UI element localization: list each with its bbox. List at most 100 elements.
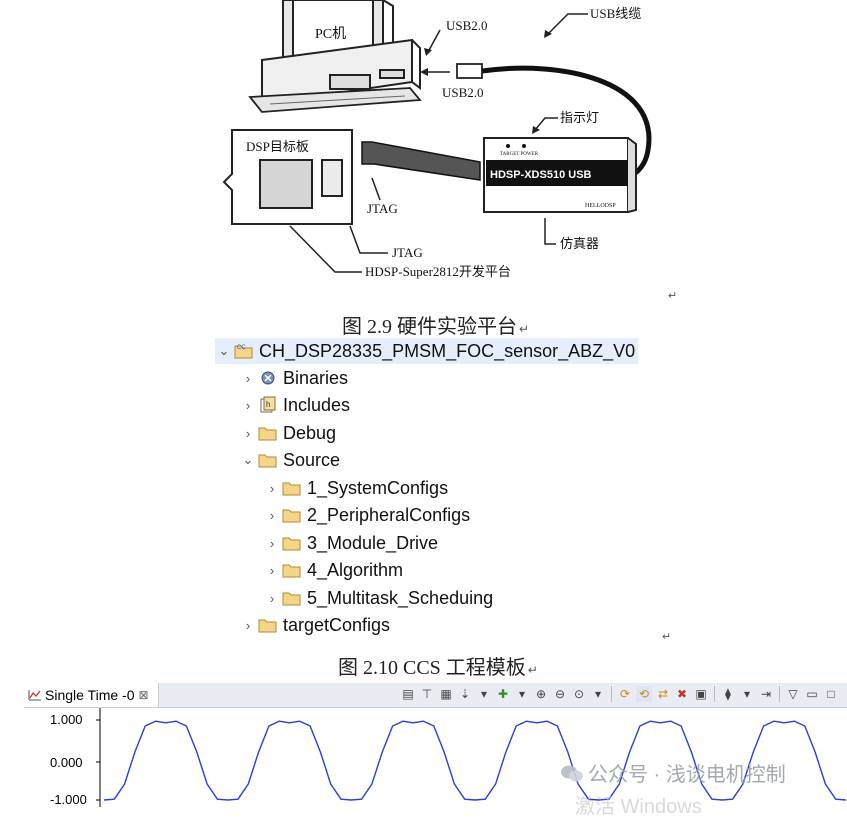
properties-icon[interactable]: ▣ (695, 687, 707, 701)
tree-item-label: 1_SystemConfigs (307, 477, 449, 498)
indicator-label: 指示灯 (560, 110, 599, 125)
usb-cable-label: USB线缆 (590, 6, 641, 21)
tree-item-module-drive[interactable]: › 3_Module_Drive (263, 530, 438, 556)
view-menu-icon[interactable]: ▽ (788, 687, 798, 701)
tree-item-binaries[interactable]: › Binaries (239, 365, 348, 391)
y-tick-label: 1.000 (50, 712, 83, 727)
tree-item-peripheralconfigs[interactable]: › 2_PeripheralConfigs (263, 502, 470, 528)
tab-title: Single Time -0 (45, 687, 135, 703)
chevron-right-icon[interactable]: › (245, 397, 251, 413)
cursor-icon[interactable]: ✚ (497, 687, 509, 701)
wechat-icon (560, 763, 584, 783)
sync-icon[interactable]: ⇄ (657, 687, 669, 701)
figure-caption-2-9: 图 2.9 硬件实验平台↵ (342, 310, 529, 339)
dsp-board-label: DSP目标板 (246, 139, 309, 154)
paragraph-mark: ↵ (662, 631, 672, 643)
paragraph-mark: ↵ (527, 663, 538, 677)
grid-icon[interactable]: ▦ (440, 687, 452, 701)
close-icon[interactable]: ⊠ (138, 688, 149, 702)
tree-item-systemconfigs[interactable]: › 1_SystemConfigs (263, 475, 448, 501)
chevron-right-icon[interactable]: › (269, 507, 275, 523)
measure-icon[interactable]: ⇣ (459, 687, 471, 701)
graph-icon (28, 689, 42, 701)
wechat-watermark: 公众号 · 浅谈电机控制 (560, 758, 786, 787)
keyboard (248, 87, 422, 113)
usb-label-bottom: USB2.0 (442, 85, 484, 100)
emulator-label: 仿真器 (560, 236, 599, 251)
jtag-ribbon (361, 141, 481, 181)
chevron-down-icon[interactable]: ⌄ (218, 343, 230, 358)
figure-caption-2-10: 图 2.10 CCS 工程模板↵ (338, 651, 538, 680)
device-brand: HELLODSP (585, 203, 616, 209)
plot-tab-bar: Single Time -0 ⊠ ▤ ⊤ ▦ ⇣ ▾ ✚ ▾ ⊕ ⊖ ⊙ ▾ ⟳… (24, 683, 847, 708)
chevron-down-icon[interactable]: ▾ (743, 687, 751, 701)
pc-label: PC机 (315, 26, 346, 42)
tree-item-label: 2_PeripheralConfigs (307, 504, 471, 525)
includes-icon: h (257, 396, 279, 414)
export-icon[interactable]: ⇥ (760, 687, 772, 701)
chevron-right-icon[interactable]: › (269, 480, 275, 496)
project-folder-icon: CC (233, 342, 255, 360)
tree-root[interactable]: ⌄ CC CH_DSP28335_PMSM_FOC_sensor_ABZ_V0 (215, 338, 638, 364)
zoom-fit-icon[interactable]: ⊙ (573, 687, 585, 701)
windows-activation-watermark: 激活 Windows (575, 796, 702, 818)
svg-text:CC: CC (237, 345, 246, 351)
single-time-plot-view: Single Time -0 ⊠ ▤ ⊤ ▦ ⇣ ▾ ✚ ▾ ⊕ ⊖ ⊙ ▾ ⟳… (24, 683, 847, 807)
watermark-text: 公众号 · 浅谈电机控制 (588, 764, 786, 786)
maximize-icon[interactable]: □ (827, 687, 835, 701)
tree-item-label: targetConfigs (283, 614, 391, 635)
caption-text: 图 2.9 硬件实验平台 (342, 316, 517, 338)
toolbar-separator (779, 686, 780, 702)
chevron-right-icon[interactable]: › (269, 535, 275, 551)
tab-single-time[interactable]: Single Time -0 ⊠ (24, 683, 159, 707)
tree-item-debug[interactable]: › Debug (239, 420, 336, 446)
chevron-right-icon[interactable]: › (269, 562, 275, 578)
paragraph-mark: ↵ (519, 322, 530, 336)
plot-toolbar: ▤ ⊤ ▦ ⇣ ▾ ✚ ▾ ⊕ ⊖ ⊙ ▾ ⟳ ⟲ ⇄ ✖ ▣ ⧫ ▾ ⇥ ▽ … (400, 686, 839, 702)
tree-item-source[interactable]: ⌄ Source (239, 447, 341, 473)
folder-icon (281, 561, 303, 579)
folder-icon (281, 506, 303, 524)
chevron-down-icon[interactable]: ▾ (480, 687, 488, 701)
tree-item-includes[interactable]: › h Includes (239, 392, 350, 418)
chevron-down-icon[interactable]: ▾ (594, 687, 602, 701)
chevron-right-icon[interactable]: › (245, 370, 251, 386)
zoom-out-icon[interactable]: ⊖ (554, 687, 566, 701)
minimize-icon[interactable]: ▭ (806, 687, 818, 701)
import-icon[interactable]: ▤ (402, 687, 414, 701)
chevron-right-icon[interactable]: › (269, 590, 275, 606)
tree-item-label: Source (283, 449, 341, 470)
chevron-down-icon[interactable]: ⌄ (242, 452, 254, 467)
continuous-refresh-icon[interactable]: ⟲ (636, 686, 652, 702)
folder-icon (281, 479, 303, 497)
tree-item-label: Debug (283, 422, 337, 443)
jtag-label-bottom: JTAG (392, 245, 423, 260)
device-panel-text: TARGET POWER (500, 152, 539, 157)
tree-item-targetconfigs[interactable]: › targetConfigs (239, 612, 390, 638)
zoom-in-icon[interactable]: ⊕ (535, 687, 547, 701)
dsp-board (222, 129, 353, 225)
toolbar-separator (714, 686, 715, 702)
svg-text:h: h (266, 400, 270, 409)
chevron-right-icon[interactable]: › (245, 617, 251, 633)
y-tick-label: -1.000 (50, 792, 87, 807)
platform-label: HDSP-Super2812开发平台 (365, 264, 511, 279)
paragraph-mark: ↵ (668, 290, 678, 302)
chevron-right-icon[interactable]: › (245, 425, 251, 441)
device-name: HDSP-XDS510 USB (490, 169, 592, 181)
pin-icon[interactable]: ⧫ (725, 687, 731, 701)
tree-item-algorithm[interactable]: › 4_Algorithm (263, 557, 403, 583)
usb-label-top: USB2.0 (446, 18, 488, 33)
axis-icon[interactable]: ⊤ (421, 687, 433, 701)
pc-base (261, 38, 421, 106)
tree-item-label: 4_Algorithm (307, 559, 404, 580)
tree-item-multitask-scheduing[interactable]: › 5_Multitask_Scheduing (263, 585, 493, 611)
refresh-icon[interactable]: ⟳ (619, 687, 631, 701)
caption-text: 图 2.10 CCS 工程模板 (338, 657, 526, 679)
reset-icon[interactable]: ✖ (676, 687, 688, 701)
chevron-down-icon[interactable]: ▾ (518, 687, 526, 701)
folder-icon (257, 451, 279, 469)
hardware-setup-figure: PC机 USB2.0 USB2.0 USB线缆 TARGET POWER HDS… (222, 0, 652, 279)
tree-item-label: Includes (283, 394, 351, 415)
binaries-icon (257, 369, 279, 387)
